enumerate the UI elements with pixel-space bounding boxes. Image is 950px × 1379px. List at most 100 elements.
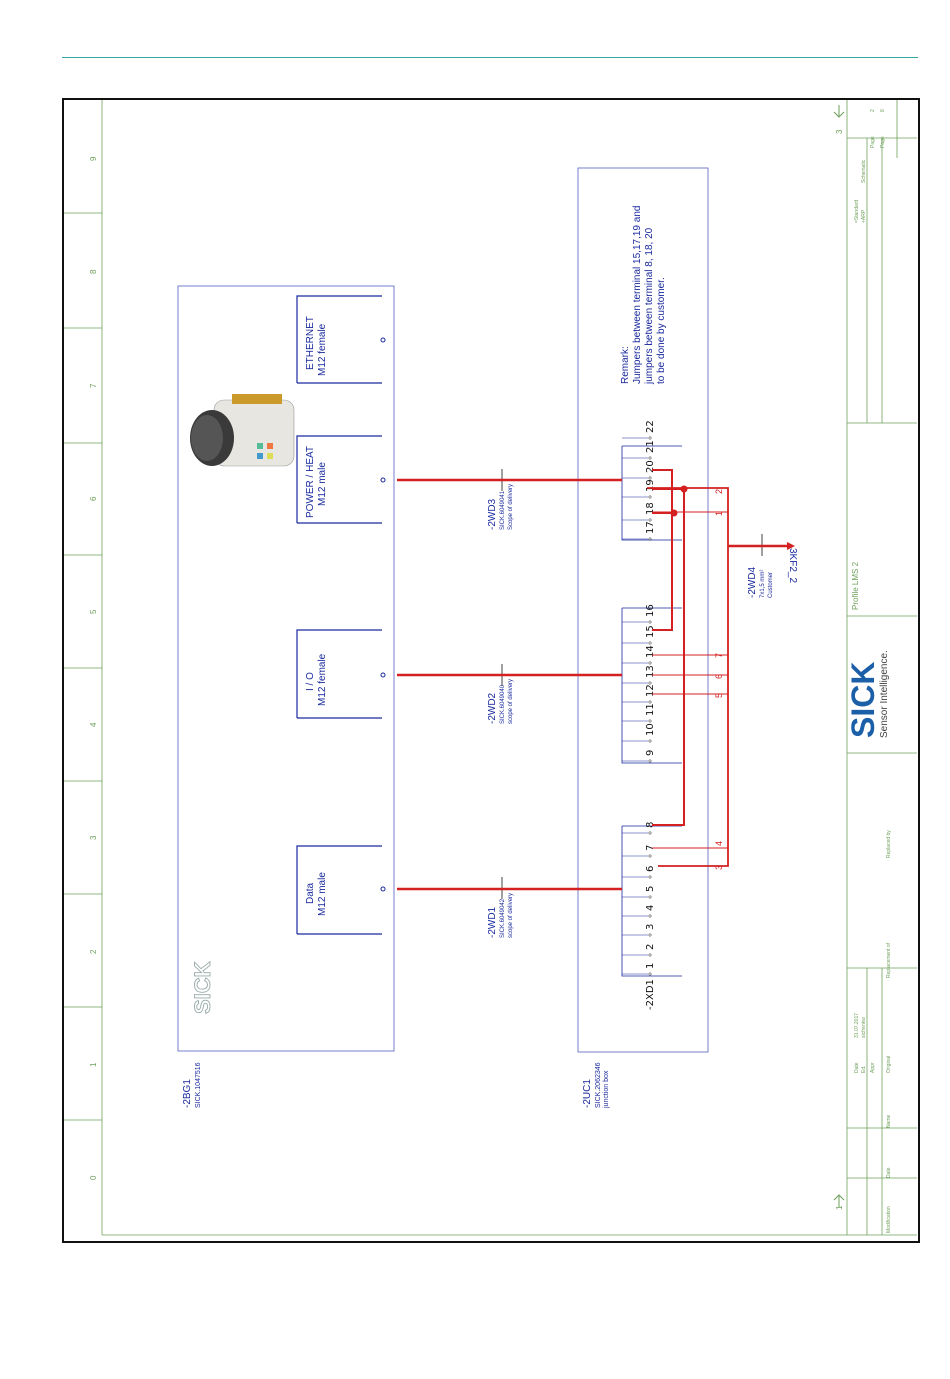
- replaced-label: Replaced by: [886, 830, 892, 858]
- terminal-5: 5: [645, 886, 656, 892]
- terminal-point-17: [648, 537, 652, 541]
- ed-label: Ed.: [861, 1065, 867, 1073]
- cable-2wd3-part: SICK.6049041: [500, 490, 506, 530]
- terminal-point-18: [648, 518, 652, 522]
- connector-io-name: I / O: [305, 672, 316, 691]
- connector-ethernet-type: M12 female: [317, 323, 328, 376]
- device-box: [177, 285, 395, 1052]
- zone-1: 1: [89, 1062, 98, 1067]
- device-logo: SICK: [190, 961, 215, 1014]
- title-block-text: Date 31.07.2017 Ed. sicfrenkw Appr Origi…: [854, 109, 892, 1233]
- brand-logo: SICK: [845, 662, 881, 738]
- terminal-point-2: [648, 953, 652, 957]
- remark-line-1: Remark:: [620, 346, 631, 384]
- terminal-point-13: [648, 681, 652, 685]
- terminal-14: 14: [645, 645, 656, 658]
- wire-num-7: 7: [714, 653, 724, 658]
- connector-io-type: M12 female: [317, 653, 328, 706]
- wiring-schematic: 0 1 2 3 4 5 6 7 8 9 Date 31.07.2017 Ed. …: [64, 100, 917, 1236]
- connector-data: Data M12 male: [296, 845, 386, 935]
- terminal-point-10: [648, 739, 652, 743]
- terminal-point-6: [648, 875, 652, 879]
- terminal-point-16: [648, 620, 652, 624]
- terminal-point-22: [648, 436, 652, 440]
- junction-tag: -2UC1: [582, 1079, 593, 1108]
- wire-numbers: 3 4 5 6 7 1 2: [714, 489, 724, 870]
- cable-2wd4-note: Customer: [768, 572, 774, 598]
- terminal-point-4: [648, 914, 652, 918]
- terminal-point-11: [648, 719, 652, 723]
- connector-data-type: M12 male: [317, 872, 328, 916]
- terminal-point-7: [648, 854, 652, 858]
- connector-power-type: M12 male: [317, 462, 328, 506]
- drawing-sheet-frame: [62, 98, 920, 1243]
- cable-2wd1-tag: -2WD1: [487, 906, 498, 938]
- cable-2wd1: -2WD1 SICK.6049042 scope of delivery: [487, 877, 514, 938]
- name-label: Name: [886, 1114, 892, 1128]
- project-name: Profile LMS 2: [851, 561, 860, 610]
- junction-box: [577, 167, 709, 1053]
- connector-data-name: Data: [305, 882, 316, 904]
- page-value: 2: [870, 109, 876, 112]
- cable-2wd4: -2WD4 7x1,5 mm² Customer: [747, 534, 774, 598]
- terminal-2: 2: [645, 944, 656, 950]
- zone-numbers: 0 1 2 3 4 5 6 7 8 9: [89, 156, 98, 1180]
- modification-label: Modification: [886, 1206, 892, 1233]
- terminal-18: 18: [645, 502, 656, 515]
- terminal-point-21: [648, 456, 652, 460]
- terminal-4: 4: [645, 905, 656, 911]
- cable-labels: -2WD1 SICK.6049042 scope of delivery -2W…: [487, 469, 774, 938]
- ed-value: sicfrenkw: [861, 1017, 867, 1038]
- junction-desc: junction box: [603, 1070, 610, 1109]
- terminal-9: 9: [645, 750, 656, 756]
- terminal-3: 3: [645, 924, 656, 930]
- junction-dots: [670, 485, 688, 517]
- zone-6: 6: [89, 496, 98, 501]
- nav-next-label: 3: [835, 129, 844, 134]
- connector-power: POWER / HEAT M12 male: [296, 435, 386, 524]
- terminal-point-20: [648, 476, 652, 480]
- terminal-19: 19: [645, 479, 656, 492]
- cable-2wd4-tag: -2WD4: [747, 566, 758, 598]
- date-value: 31.07.2017: [854, 1013, 860, 1038]
- cable-2wd4-part: 7x1,5 mm²: [760, 570, 766, 598]
- cable-2wd1-part: SICK.6049042: [500, 898, 506, 938]
- wire-num-3: 3: [714, 865, 724, 870]
- original-label: Original: [886, 1056, 892, 1073]
- pages-value: 8: [880, 109, 886, 112]
- replacement-label: Replacement of: [886, 942, 892, 978]
- connector-ethernet: ETHERNET M12 female: [296, 295, 386, 384]
- arrow-right-icon: [833, 105, 845, 118]
- cross-reference[interactable]: 3KF2_2: [787, 548, 798, 583]
- terminal-point-3: [648, 933, 652, 937]
- schematic-label: Schematic: [861, 159, 867, 183]
- page-top-rule: [62, 57, 918, 58]
- device-part: SICK.1047516: [195, 1062, 202, 1108]
- terminal-ticks: [622, 437, 648, 975]
- page-nav-next[interactable]: 3: [833, 105, 845, 134]
- pages-label: Page: [880, 136, 886, 148]
- terminal-7: 7: [645, 845, 656, 851]
- wire-num-6: 6: [714, 674, 724, 679]
- page-nav-prev[interactable]: 1: [833, 1194, 845, 1210]
- arrow-icon: [787, 542, 795, 550]
- page-label: Page: [870, 136, 876, 148]
- connector-power-name: POWER / HEAT: [305, 446, 316, 518]
- wire-num-5: 5: [714, 693, 724, 698]
- cable-2wd3-tag: -2WD3: [487, 498, 498, 530]
- terminal-point-19: [648, 495, 652, 499]
- cable-2wd3: -2WD3 SICK.6049041 Scope of delivery: [487, 469, 514, 530]
- cable-2wd3-note: Scope of delivery: [508, 484, 514, 530]
- zone-8: 8: [89, 269, 98, 274]
- terminal-17: 17: [645, 521, 656, 534]
- terminal-1: 1: [645, 963, 656, 969]
- connector-io: I / O M12 female: [296, 629, 386, 719]
- connector-ethernet-name: ETHERNET: [305, 316, 316, 370]
- device-tag: -2BG1: [182, 1079, 193, 1108]
- cable-2wd2-note: scope of delivery: [508, 679, 514, 724]
- terminal-point-15: [648, 641, 652, 645]
- title-block: [847, 100, 917, 1235]
- terminal-13: 13: [645, 665, 656, 678]
- cable-2wd2-tag: -2WD2: [487, 692, 498, 724]
